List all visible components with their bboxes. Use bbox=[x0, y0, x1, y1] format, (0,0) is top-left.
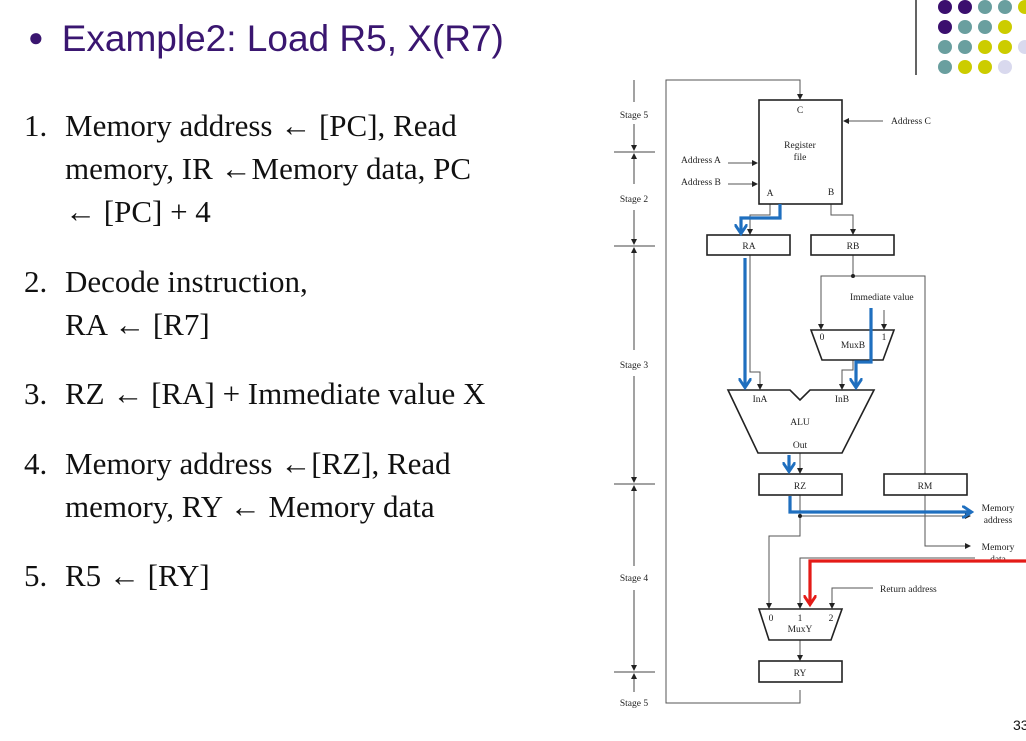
register-file bbox=[758, 99, 843, 205]
memory-data-label: Memory bbox=[982, 543, 1015, 553]
stage-label: Stage 4 bbox=[620, 574, 648, 584]
title-text: Example2: Load R5, X(R7) bbox=[61, 18, 504, 59]
port-label: InB bbox=[835, 395, 849, 405]
register-rm bbox=[883, 473, 968, 496]
step-line: memory, IR ←Memory data, PC bbox=[65, 151, 472, 186]
stage-label: Stage 5 bbox=[620, 699, 648, 709]
mux-y bbox=[757, 608, 844, 641]
port-label: 2 bbox=[829, 614, 834, 624]
block-label: MuxY bbox=[788, 625, 813, 635]
step-number: 4. bbox=[24, 446, 48, 481]
port-label: 1 bbox=[882, 333, 887, 343]
port-label: InA bbox=[753, 395, 768, 405]
steps-list: 1. Memory address ← [PC], Read memory, IR … bbox=[24, 104, 585, 597]
slide-title: ● Example2: Load R5, X(R7) bbox=[28, 18, 504, 60]
step-item: 4. Memory address ←[RZ], Read memory, RY ←… bbox=[24, 442, 585, 528]
stage-label: Stage 3 bbox=[620, 361, 648, 371]
step-line: RA ← [R7] bbox=[65, 307, 210, 342]
stage-label: Stage 5 bbox=[620, 111, 648, 121]
step-line: R5 ← [RY] bbox=[65, 558, 210, 593]
block-label: MuxB bbox=[841, 341, 865, 351]
port-label: Out bbox=[793, 441, 808, 451]
port-label: 0 bbox=[769, 614, 774, 624]
address-c-label: Address C bbox=[891, 117, 931, 127]
step-line: Decode instruction, bbox=[65, 264, 308, 299]
port-label: 0 bbox=[820, 333, 825, 343]
return-address-label: Return address bbox=[880, 585, 937, 595]
block-label: file bbox=[794, 152, 807, 163]
block-label: RY bbox=[794, 669, 807, 679]
step-line: Memory address ←[RZ], Read bbox=[65, 446, 451, 481]
step-number: 5. bbox=[24, 558, 48, 593]
block-label: ALU bbox=[790, 418, 810, 428]
block-label: RM bbox=[918, 482, 933, 492]
port-label: 1 bbox=[798, 614, 803, 624]
step-line: ← [PC] + 4 bbox=[65, 194, 211, 229]
stage-label: Stage 2 bbox=[620, 195, 648, 205]
step-line: RZ ← [RA] + Immediate value X bbox=[65, 376, 486, 411]
decor-dots bbox=[915, 0, 1026, 75]
page-number: 33 bbox=[1013, 717, 1026, 733]
step-number: 1. bbox=[24, 108, 48, 143]
block-label: RA bbox=[742, 242, 755, 252]
memory-address-label: Memory bbox=[982, 504, 1015, 514]
step-line: memory, RY ← Memory data bbox=[65, 489, 435, 524]
register-rb bbox=[810, 234, 895, 256]
register-ry bbox=[758, 660, 843, 683]
immediate-value-label: Immediate value bbox=[850, 293, 914, 303]
memory-address-label: address bbox=[984, 516, 1013, 526]
block-label: RB bbox=[847, 242, 860, 252]
alu bbox=[726, 389, 876, 454]
mux-b bbox=[809, 329, 896, 361]
blue-data-path bbox=[741, 204, 970, 512]
block-label: RZ bbox=[794, 482, 806, 492]
stage-ruler bbox=[614, 80, 655, 692]
register-rz bbox=[758, 473, 843, 496]
step-item: 1. Memory address ← [PC], Read memory, IR … bbox=[24, 104, 585, 233]
port-label: A bbox=[767, 189, 774, 199]
port-label: B bbox=[828, 188, 834, 198]
step-item: 5. R5 ← [RY] bbox=[24, 554, 585, 597]
step-line: Memory address ← [PC], Read bbox=[65, 108, 457, 143]
step-item: 3. RZ ← [RA] + Immediate value X bbox=[24, 372, 585, 415]
step-number: 2. bbox=[24, 264, 48, 299]
block-label: Register bbox=[784, 141, 816, 151]
step-item: 2. Decode instruction, RA ← [R7] bbox=[24, 260, 585, 346]
address-a-label: Address A bbox=[681, 156, 721, 166]
register-ra bbox=[706, 234, 791, 256]
port-label: C bbox=[797, 106, 803, 116]
red-data-path bbox=[810, 559, 1026, 603]
address-b-label: Address B bbox=[681, 178, 721, 188]
step-number: 3. bbox=[24, 376, 48, 411]
bullet-icon: ● bbox=[28, 22, 44, 52]
